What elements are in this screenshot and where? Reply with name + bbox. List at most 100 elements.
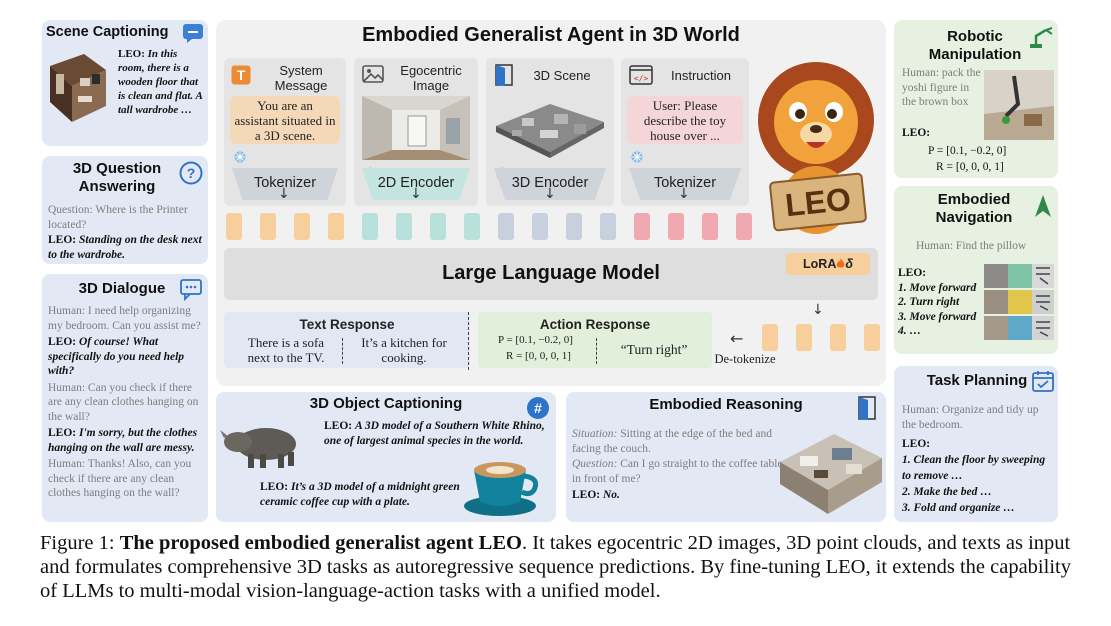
token-scene <box>566 213 582 240</box>
token-instruction <box>702 213 718 240</box>
scene-captioning-answer: LEO: In this room, there is a wooden flo… <box>118 48 203 116</box>
action-response-box <box>478 312 712 368</box>
frozen-snowflake-icon <box>234 151 246 163</box>
reasoning-answer-text: No. <box>603 489 620 501</box>
dialogue-icon <box>180 279 202 301</box>
object-captioning-panel: 3D Object Captioning # LEO: A 3D model o… <box>216 392 556 522</box>
question-icon: ? <box>179 161 203 185</box>
manipulation-r: R = [0, 0, 0, 1] <box>936 161 1004 173</box>
reasoning-answer: LEO: No. <box>572 489 620 501</box>
token-instruction <box>668 213 684 240</box>
input-card-egocentric-image: Egocentric Image 2D Encoder <box>354 58 478 206</box>
token-scene <box>498 213 514 240</box>
tokenizer-shape-1 <box>232 168 338 200</box>
input-card-instruction: </> Instruction User: Please describe th… <box>621 58 749 206</box>
input-card-3d-scene: 3D Scene 3D Encoder <box>486 58 614 206</box>
planning-step: 3. Fold and organize … <box>902 502 1015 514</box>
question-label: Question: <box>572 458 618 470</box>
text-response-item: There is a sofa next to the TV. <box>247 335 325 365</box>
image-icon <box>362 65 384 83</box>
object-caption-cup: LEO: It’s a 3D model of a midnight green… <box>260 481 460 508</box>
reasoning-title: Embodied Reasoning <box>649 396 803 413</box>
mascot-sign-text: LEO <box>783 181 852 224</box>
chat-bubble-icon <box>183 24 203 43</box>
lora-label: LoRA <box>803 257 837 271</box>
manipulation-title: Robotic Manipulation <box>928 28 1022 63</box>
svg-text:</>: </> <box>634 74 649 83</box>
token-scene <box>532 213 548 240</box>
navigation-step: 4. … <box>898 325 921 337</box>
dialogue-turn-human: Human: Thanks! Also, can you check if th… <box>48 458 192 499</box>
detokenize-label: De-tokenize <box>714 352 776 366</box>
input-label-instruction: Instruction <box>671 68 731 83</box>
lora-delta: δ <box>845 257 853 271</box>
text-response-box <box>224 312 470 368</box>
checklist-icon <box>1032 371 1054 392</box>
token-instruction <box>736 213 752 240</box>
planning-step: 2. Make the bed … <box>902 486 992 498</box>
lora-badge: LoRA δ <box>786 253 870 275</box>
input-label-3d-scene: 3D Scene <box>533 68 591 83</box>
caption-prefix: Figure 1: <box>40 532 120 554</box>
action-pose-p: P = [0.1, −0.2, 0] <box>498 334 573 346</box>
frozen-snowflake-icon <box>631 151 643 163</box>
navigation-arrow-icon <box>1035 195 1051 217</box>
navigation-step: 1. Move forward <box>898 281 977 294</box>
manipulation-panel: Robotic Manipulation Human: pack the yos… <box>894 20 1058 178</box>
navigation-maps-image <box>984 264 1054 340</box>
hashtag-icon: # <box>527 397 549 419</box>
qa3d-answer: LEO: Standing on the desk next to the wa… <box>48 234 202 261</box>
tokenizer-shape-2 <box>629 168 741 200</box>
svg-text:T: T <box>237 67 246 83</box>
reasoning-panel: Embodied Reasoning Situation: Sitting at… <box>566 392 886 522</box>
dashed-separator <box>596 338 597 364</box>
token-system <box>226 213 242 240</box>
encoder-shape-2d <box>362 168 470 200</box>
trainable-fire-icon <box>836 258 845 268</box>
qa3d-panel: 3D Question Answering ? Question: Where … <box>42 156 208 264</box>
down-arrow-icon: ↓ <box>544 186 556 202</box>
coffee-cup-image <box>464 462 539 516</box>
scene-captioning-title: Scene Captioning <box>46 24 169 40</box>
encoder-label-tokenizer-1: Tokenizer <box>253 175 317 191</box>
dialogue-turn-human: Human: Can you check if there are any cl… <box>48 381 199 423</box>
navigation-title: Embodied Navigation <box>935 191 1013 226</box>
input-card-system-message: T System Message You are an assistant si… <box>224 58 346 206</box>
center-architecture-box: Embodied Generalist Agent in 3D World T … <box>216 20 886 386</box>
center-title: Embodied Generalist Agent in 3D World <box>362 24 740 46</box>
svg-text:#: # <box>534 400 542 416</box>
scene-captioning-text: In this room, there is a wooden floor th… <box>118 48 203 116</box>
llm-label: Large Language Model <box>442 262 660 284</box>
down-arrow-icon: ↓ <box>812 302 824 318</box>
3d-scene-image <box>496 104 604 158</box>
token-system <box>260 213 276 240</box>
token-system <box>294 213 310 240</box>
qa3d-question: Question: Where is the Printer located? <box>48 204 188 231</box>
token-output <box>864 324 880 351</box>
object-caption-cup-text: It’s a 3D model of a midnight green cera… <box>260 481 460 508</box>
down-arrow-icon: ↓ <box>278 186 290 202</box>
navigation-human: Human: Find the pillow <box>916 240 1027 252</box>
dialogue-panel: 3D Dialogue Human: I need help organizin… <box>42 274 208 522</box>
caption-bold: The proposed embodied generalist agent L… <box>119 532 522 554</box>
token-scene <box>600 213 616 240</box>
left-arrow-icon: ← <box>730 329 744 348</box>
dialogue-title: 3D Dialogue <box>78 280 166 297</box>
planning-panel: Task Planning Human: Organize and tidy u… <box>894 366 1058 522</box>
navigation-step: 3. Move forward <box>898 310 977 323</box>
manipulation-p: P = [0.1, −0.2, 0] <box>928 145 1007 157</box>
token-output <box>762 324 778 351</box>
encoder-label-3d: 3D Encoder <box>511 175 589 191</box>
token-output <box>796 324 812 351</box>
reasoning-question: Question: Can I go straight to the coffe… <box>572 457 790 486</box>
object-captioning-title: 3D Object Captioning <box>309 395 463 412</box>
caption-body: . It takes egocentric 2D images, 3D poin… <box>40 532 1071 602</box>
navigation-step: 2. Turn right <box>898 296 960 308</box>
rhino-model-image <box>220 428 296 468</box>
text-t-icon: T <box>231 65 251 85</box>
dashed-separator <box>342 338 343 364</box>
input-label-egocentric-image: Egocentric Image <box>400 63 462 93</box>
llm-block <box>224 248 878 300</box>
qa3d-answer-text: Standing on the desk next to the wardrob… <box>48 234 202 261</box>
token-image <box>396 213 412 240</box>
